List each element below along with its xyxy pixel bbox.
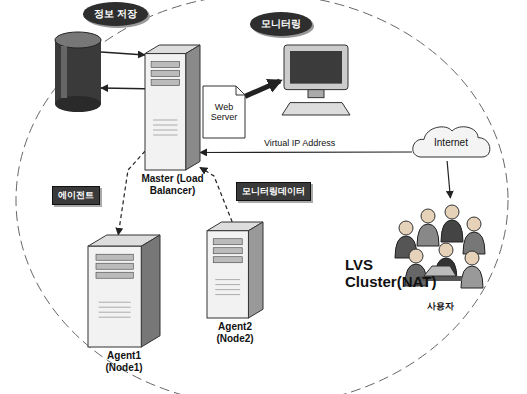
connector-arrow	[101, 87, 145, 89]
monitoring-pc-icon	[280, 45, 352, 117]
connector-arrow	[101, 52, 145, 55]
agent-server-icon	[88, 235, 160, 347]
connector-arrow	[447, 161, 450, 198]
connector-arrow	[200, 151, 412, 153]
connector-arrow	[245, 81, 280, 96]
monitoring-pc: 모니터링	[280, 45, 352, 117]
cluster-label: LVS Cluster(NAT)	[345, 256, 440, 291]
node-label: Agent2 (Node2)	[209, 321, 261, 344]
connector-arrow	[118, 151, 145, 235]
internet-cloud: Internet	[412, 125, 490, 161]
agent-server: Agent1 (Node1)	[88, 235, 160, 347]
node-label: 사용자	[410, 301, 470, 311]
database-cylinder-icon	[55, 32, 101, 112]
node-label: Master (Load Balancer)	[140, 173, 206, 196]
node-label: Agent1 (Node1)	[98, 350, 150, 373]
agent-server-icon	[207, 222, 263, 318]
web-server-document: Web Server	[203, 86, 245, 138]
master-server: Master (Load Balancer)	[145, 45, 200, 170]
node-label: Web Server	[203, 86, 245, 138]
edge-label: 에이전트	[52, 186, 100, 205]
edge-label: Virtual IP Address	[262, 138, 337, 148]
node-label: Internet	[412, 125, 490, 161]
agent-server: Agent2 (Node2)	[207, 222, 263, 318]
callout-bubble: 모니터링	[250, 12, 312, 36]
connector-arrow	[200, 168, 232, 223]
callout-bubble: 정보 저장	[83, 2, 148, 26]
edge-label: 모니터링데이터	[236, 182, 311, 201]
database-cylinder: 정보 저장	[55, 32, 101, 112]
master-server-icon	[145, 45, 200, 170]
dashed-boundary	[16, 0, 508, 394]
